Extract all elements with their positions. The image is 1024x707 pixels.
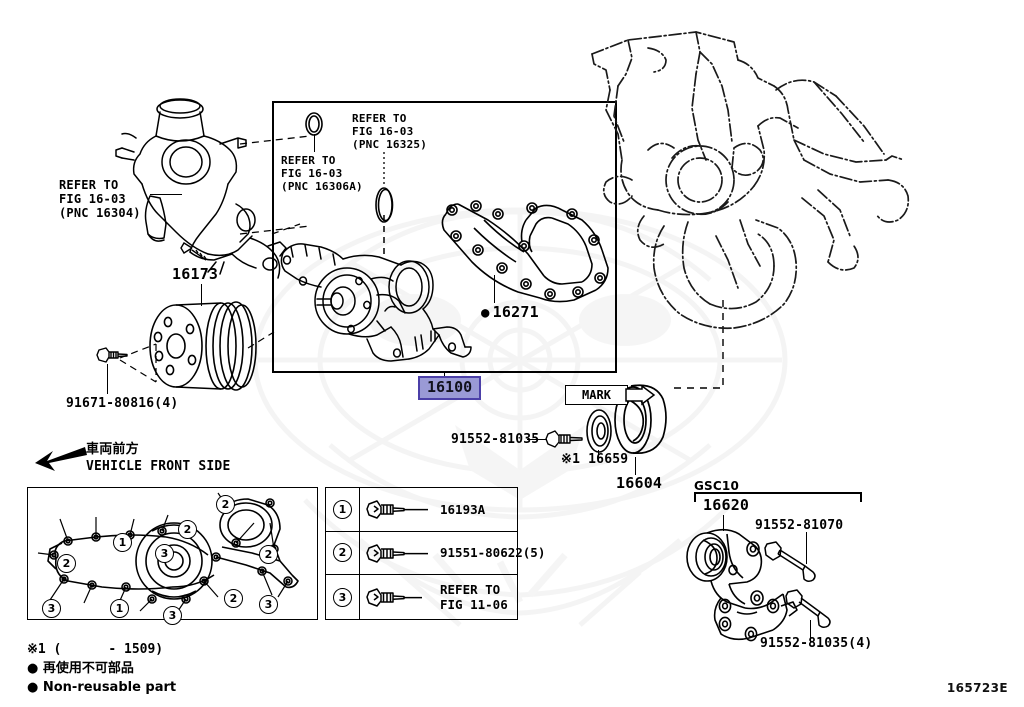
leader-line-16604 [635, 457, 637, 475]
legend-row-1: 1 16193A [326, 488, 517, 532]
footnote-asterisk: ※1 ( - 1509) [27, 642, 164, 657]
engine-block-phantom-illustration [591, 31, 910, 330]
label-tensioner-bolt-top: 91552-81070 [755, 518, 844, 533]
label-idler-pulley-16604: 16604 [616, 474, 663, 492]
label-idler-plate-16659: ※1 16659 [561, 452, 629, 467]
label-tensioner-group-gsc10: GSC10 [694, 479, 739, 493]
legend-part-number: 16193A [440, 501, 486, 517]
callout-2: 2 [224, 589, 243, 608]
leader-line-91552-81035-4 [810, 620, 812, 642]
dashed-leader-pulley-bolt [119, 343, 157, 383]
dashed-leader-engine-idler [669, 300, 724, 389]
vehicle-front-label-jp: 車両前方 [86, 442, 139, 457]
callout-3: 3 [155, 544, 174, 563]
footnote-jp: ● 再使用不可部品 [27, 660, 134, 676]
footnote-en: ● Non-reusable part [27, 679, 177, 695]
callout-2: 2 [57, 554, 76, 573]
bolt-icon [785, 589, 831, 629]
label-tensioner-bolt-bottom: 91552-81035(4) [760, 636, 873, 651]
tensioner-group-bracket [694, 492, 862, 502]
leader-line-16304 [150, 194, 182, 196]
dashed-leader-pulley-box [247, 331, 275, 349]
callout-1: 1 [113, 533, 132, 552]
dashed-leader-left-pump [271, 223, 301, 235]
callout-3: 3 [259, 595, 278, 614]
leader-line-16659 [598, 450, 600, 462]
leader-line-16306a [314, 134, 316, 152]
legend-bolt-cell [360, 587, 440, 607]
legend-num-cell: 1 [326, 488, 360, 531]
callout-2: 2 [178, 520, 197, 539]
label-idler-bolt: 91552-81035 [451, 432, 540, 447]
non-reusable-dot-icon: ● [481, 304, 490, 321]
legend-bolt-cell [360, 499, 440, 520]
highlighted-part-number-16100[interactable]: 16100 [418, 376, 482, 401]
legend-bolt-cell [360, 543, 440, 563]
drive-belt-tensioner-illustration [686, 528, 798, 642]
label-tensioner-16620: 16620 [703, 496, 750, 514]
leader-line-91671 [107, 364, 109, 394]
mark-callout: MARK [565, 385, 628, 405]
bolt-icon [366, 588, 422, 607]
water-pump-assembly-box [272, 101, 617, 373]
bolt-icon [96, 347, 128, 363]
label-pulley-16173: 16173 [172, 265, 219, 283]
leader-line-16325 [383, 152, 385, 186]
callout-3: 3 [163, 606, 182, 625]
callout-2: 2 [333, 543, 352, 563]
callout-2: 2 [259, 545, 278, 564]
legend-part-number: 91551-80622(5) [440, 545, 546, 561]
bolt-icon [366, 500, 428, 520]
legend-num-cell: 2 [326, 531, 360, 575]
legend-part-number: REFER TO FIG 11-06 [440, 582, 508, 613]
label-gasket-16271-group: ● 16271 [481, 303, 539, 322]
legend-row-3: 3 REFER TO FIG 11-06 [326, 575, 517, 620]
label-pulley-bolt: 91671-80816(4) [66, 396, 179, 411]
leader-line-91552-81070 [806, 532, 808, 564]
bolt-icon [366, 544, 428, 563]
leader-line-16173 [201, 284, 203, 306]
refer-label-pnc-16304: REFER TO FIG 16-03 (PNC 16304) [59, 178, 141, 221]
callout-3: 3 [333, 587, 352, 607]
leader-line-16325-down [383, 215, 385, 255]
bolt-legend-table: 1 16193A 2 [325, 487, 545, 620]
water-inlet-housing-illustration [115, 98, 287, 279]
leader-line-16620 [723, 515, 725, 531]
vehicle-front-label-en: VEHICLE FRONT SIDE [86, 459, 231, 474]
mark-pointer-icon [625, 384, 656, 406]
footnotes: ※1 ( - 1509) ● 再使用不可部品 ● Non-reusable pa… [27, 641, 176, 698]
water-pump-pulley-illustration [149, 301, 257, 391]
refer-label-pnc-16306a: REFER TO FIG 16-03 (PNC 16306A) [281, 154, 363, 193]
callout-2: 2 [216, 495, 235, 514]
water-pump-body-illustration [280, 243, 472, 362]
bolt-icon [545, 430, 583, 448]
vehicle-front-arrow-icon [35, 447, 87, 471]
callout-3: 3 [42, 599, 61, 618]
diagram-code: 165723E [946, 681, 1008, 695]
callout-1: 1 [110, 599, 129, 618]
callout-1: 1 [333, 499, 352, 519]
label-gasket-16271: 16271 [492, 303, 539, 321]
leader-line-16271 [494, 275, 496, 303]
legend-row-2: 2 91551-80622(5) [326, 531, 545, 576]
water-pump-gasket-illustration [441, 200, 609, 303]
bolt-icon [764, 541, 816, 583]
leader-line-91552-81035 [527, 439, 547, 441]
refer-label-pnc-16325: REFER TO FIG 16-03 (PNC 16325) [352, 112, 428, 151]
legend-num-cell: 3 [326, 575, 360, 620]
o-ring-16325-icon [375, 187, 394, 223]
